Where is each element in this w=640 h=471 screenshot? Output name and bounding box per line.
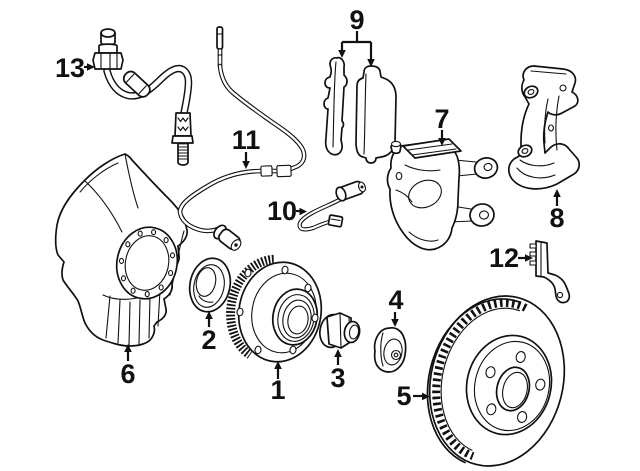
- callout-6-label: 6: [120, 359, 135, 389]
- callout-10-label: 10: [267, 196, 297, 226]
- callout-1-label: 1: [270, 375, 285, 405]
- callout-13-label: 13: [55, 53, 85, 83]
- part-brake-hose: [92, 28, 194, 166]
- part-splash-shield: [54, 153, 188, 347]
- part-collar-lock-nut: [318, 312, 361, 349]
- callout-10: 10: [267, 196, 307, 226]
- part-wheel-hub: [226, 254, 323, 363]
- callout-11: 11: [232, 125, 261, 169]
- part-pad-wear-sensor: [297, 180, 367, 232]
- callout-8-label: 8: [549, 203, 564, 233]
- part-brake-rotor: [426, 295, 566, 467]
- part-seal-ring: [188, 257, 232, 313]
- callout-13: 13: [55, 53, 95, 83]
- part-cable-holder-bracket: [529, 240, 571, 304]
- callout-4: 4: [388, 285, 404, 327]
- callout-5: 5: [396, 381, 430, 411]
- callout-5-label: 5: [396, 381, 411, 411]
- callout-2-label: 2: [201, 325, 216, 355]
- callout-12-label: 12: [489, 243, 519, 273]
- callout-7: 7: [434, 104, 450, 146]
- callout-6: 6: [120, 344, 136, 389]
- callout-7-label: 7: [434, 104, 449, 134]
- part-dust-cap: [373, 327, 407, 373]
- part-caliper-mounting-bracket: [508, 65, 580, 190]
- callout-9-label: 9: [349, 5, 364, 35]
- callout-4-label: 4: [388, 285, 403, 315]
- callout-12: 12: [489, 243, 533, 273]
- callout-1: 1: [270, 361, 286, 405]
- callout-3-label: 3: [330, 363, 345, 393]
- part-brake-caliper: [386, 138, 499, 251]
- callout-3: 3: [330, 349, 346, 393]
- part-brake-pads: [323, 56, 397, 164]
- callout-11-label: 11: [232, 125, 261, 155]
- callout-2: 2: [201, 311, 217, 355]
- part-abs-sensor-cable: [177, 26, 307, 251]
- callout-8: 8: [549, 189, 565, 233]
- callout-9: 9: [338, 5, 375, 67]
